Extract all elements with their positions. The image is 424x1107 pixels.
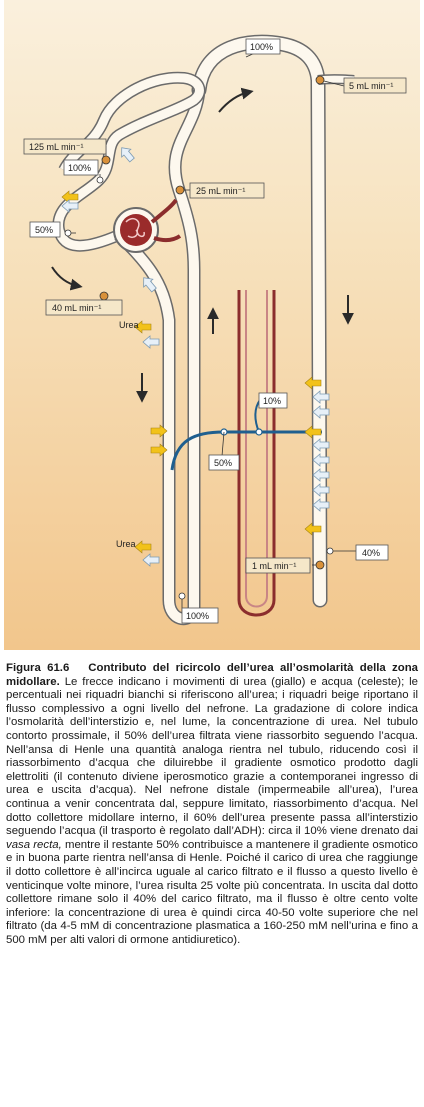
flow-label-left-top: 125 mL min⁻¹ [23,138,107,155]
svg-text:40 mL min⁻¹: 40 mL min⁻¹ [52,303,101,313]
urea-label-upper: Urea [119,320,139,330]
svg-text:125 mL min⁻¹: 125 mL min⁻¹ [29,142,83,152]
percent-label-collector: 40% [355,544,389,561]
figure-diagram: 5 mL min⁻¹ 125 mL min⁻¹ 25 mL min⁻¹ 40 m… [4,0,420,650]
svg-text:25 mL min⁻¹: 25 mL min⁻¹ [196,186,245,196]
flow-label-middle: 25 mL min⁻¹ [189,182,265,199]
svg-text:50%: 50% [214,458,232,468]
flow-label-top-right: 5 mL min⁻¹ [343,77,407,94]
urea-label-lower: Urea [116,539,136,549]
caption-text-1: Le frecce indicano i movimenti di urea (… [6,675,418,838]
svg-text:50%: 50% [35,225,53,235]
caption-label: Figura 61.6 [6,662,70,674]
vessel-loop [237,290,276,617]
direction-arrows [51,87,354,403]
percent-label-vasa-recta: 10% [258,392,288,409]
svg-text:100%: 100% [68,163,91,173]
svg-text:40%: 40% [362,548,380,558]
percent-label-proximal: 50% [29,221,61,238]
flow-label-left-bottom: 40 mL min⁻¹ [45,299,123,316]
svg-text:1 mL min⁻¹: 1 mL min⁻¹ [252,561,296,571]
svg-text:100%: 100% [250,42,273,52]
percent-label-top: 100% [245,38,281,55]
caption-italic: vasa recta, [6,838,62,851]
caption-text-2: mentre il restante 50% contribuisce a ma… [6,838,419,946]
svg-text:100%: 100% [186,611,209,621]
svg-text:5 mL min⁻¹: 5 mL min⁻¹ [349,81,393,91]
figure-caption: Figura 61.6 Contributo del ricircolo del… [6,662,419,946]
percent-label-bottom: 100% [181,607,219,624]
svg-text:10%: 10% [263,396,281,406]
caption-title: Contributo del ricircolo dell’urea all’o… [6,662,419,688]
percent-label-glomerulus: 100% [63,159,99,176]
flow-label-bottom-right: 1 mL min⁻¹ [245,557,311,574]
glomerulus [113,198,182,253]
percent-label-henle: 50% [208,454,240,471]
